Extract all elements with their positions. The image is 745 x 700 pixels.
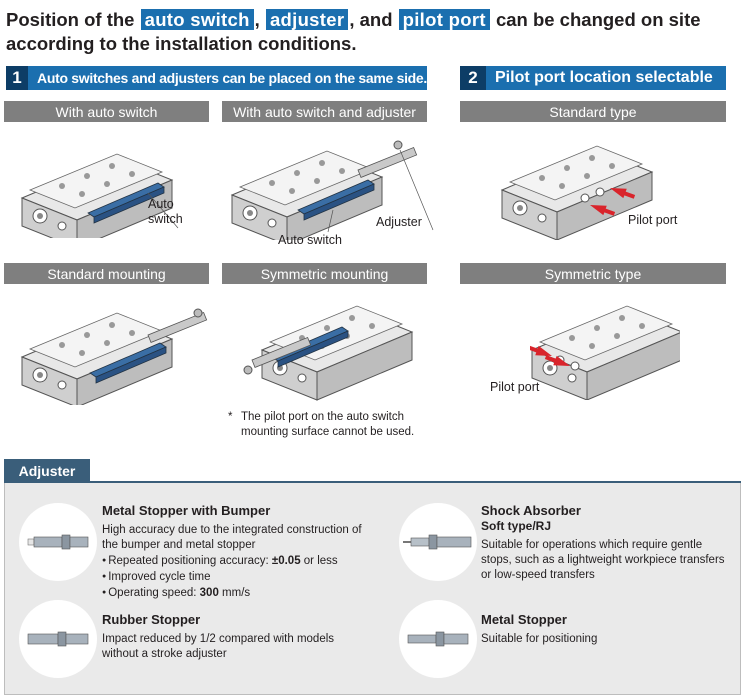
metal-stopper-image: [399, 600, 477, 678]
item-text-shock-absorber: Suitable for operations which require ge…: [481, 539, 725, 581]
callout-pilot-port-symmetric: Pilot port: [490, 380, 540, 394]
metal-stopper-icon: [407, 631, 469, 647]
highlight-pilot-port: pilot port: [398, 9, 490, 30]
item-text-metal-stopper: Suitable for positioning: [481, 633, 598, 645]
illustration-symmetric-type: [530, 305, 680, 400]
bullet-cycle-time: Improved cycle time: [102, 569, 372, 585]
label-symmetric-type: Symmetric type: [460, 263, 726, 284]
section-1-number: 1: [6, 66, 29, 90]
headline-text: Position of the: [6, 9, 135, 30]
item-text-metal-stopper-bumper: High accuracy due to the integrated cons…: [102, 523, 372, 601]
item-subtitle-shock-absorber: Soft type/RJ: [481, 519, 552, 533]
shock-absorber-icon: [403, 534, 472, 550]
headline-sep: , and: [349, 9, 393, 30]
callout-auto-switch-2: Auto switch: [278, 233, 342, 247]
label-symmetric-mounting: Symmetric mounting: [222, 263, 427, 284]
label-with-auto-switch-and-adjuster: With auto switch and adjuster: [222, 101, 427, 122]
adjuster-divider: [4, 481, 741, 483]
section-2-title: Pilot port location selectable: [495, 69, 713, 86]
label-standard-type: Standard type: [460, 101, 726, 122]
illustration-with-auto-switch-and-adjuster: [231, 140, 434, 240]
adjuster-panel: Metal Stopper with Bumper High accuracy …: [4, 483, 741, 695]
item-text-rubber-stopper: Impact reduced by 1/2 compared with mode…: [102, 633, 335, 660]
rubber-stopper-icon: [27, 631, 89, 647]
callout-pilot-port-standard: Pilot port: [628, 213, 678, 227]
bullet-speed: Operating speed: 300 mm/s: [102, 585, 372, 601]
footnote-marker: *: [228, 411, 233, 423]
headline-sep: ,: [254, 9, 260, 30]
headline-line2: according to the installation conditions…: [6, 33, 357, 54]
section-2-number: 2: [460, 66, 486, 90]
shock-absorber-image: [399, 503, 477, 581]
illustration-symmetric-mounting: [243, 305, 413, 401]
label-standard-mounting: Standard mounting: [4, 263, 209, 284]
illustration-with-auto-switch: [21, 153, 179, 238]
section-1-header: 1 Auto switches and adjusters can be pla…: [6, 66, 427, 90]
bullet-accuracy: Repeated positioning accuracy: ±0.05 or …: [102, 553, 372, 569]
item-title-metal-stopper: Metal Stopper: [481, 612, 567, 627]
item-title-shock-absorber: Shock Absorber: [481, 503, 581, 518]
rubber-stopper-image: [19, 600, 97, 678]
label-with-auto-switch: With auto switch: [4, 101, 209, 122]
callout-auto-switch: Auto switch: [148, 197, 183, 226]
metal-stopper-bumper-image: [19, 503, 97, 581]
highlight-adjuster: adjuster: [265, 9, 349, 30]
item-title-rubber-stopper: Rubber Stopper: [102, 612, 201, 627]
footnote-text: The pilot port on the auto switch mounti…: [241, 411, 415, 438]
item-title-metal-stopper-bumper: Metal Stopper with Bumper: [102, 503, 271, 518]
headline-text: can be changed on site: [495, 9, 701, 30]
adjuster-tab: Adjuster: [4, 459, 90, 482]
footnote: * The pilot port on the auto switch moun…: [228, 410, 448, 440]
callout-adjuster: Adjuster: [376, 215, 422, 229]
threaded-rod-icon: [27, 534, 89, 550]
page-headline: Position of the auto switch, adjuster, a…: [6, 8, 741, 56]
illustration-standard-type: [501, 145, 653, 240]
illustration-standard-mounting: [21, 308, 208, 405]
highlight-auto-switch: auto switch: [140, 9, 254, 30]
section-1-title: Auto switches and adjusters can be place…: [37, 70, 427, 86]
section-2-header: 2 Pilot port location selectable: [460, 66, 726, 90]
